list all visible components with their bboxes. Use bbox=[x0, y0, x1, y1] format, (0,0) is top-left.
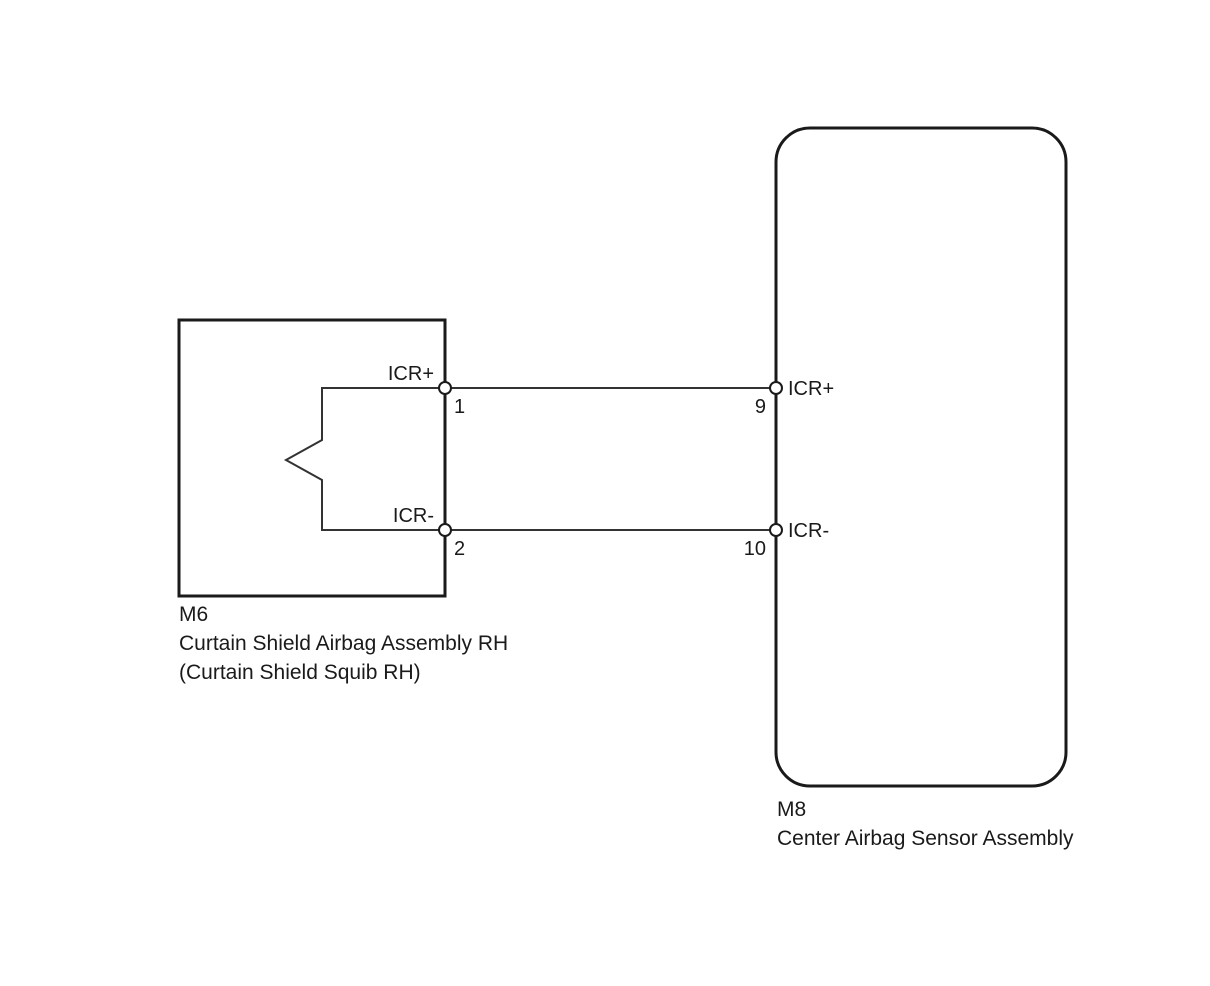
m8-pin-10-signal: ICR- bbox=[788, 520, 829, 542]
m8-pin-9-signal: ICR+ bbox=[788, 378, 834, 400]
m6-pin-2-signal: ICR- bbox=[393, 505, 434, 527]
m8-component-box bbox=[774, 126, 1068, 788]
m8-pin-10-terminal bbox=[769, 523, 783, 537]
m6-pin-2-number: 2 bbox=[454, 538, 465, 560]
m6-subname: (Curtain Shield Squib RH) bbox=[179, 661, 421, 684]
m6-component bbox=[177, 318, 447, 598]
m6-name: Curtain Shield Airbag Assembly RH bbox=[179, 632, 508, 655]
m6-pin-1-signal: ICR+ bbox=[388, 363, 434, 385]
squib-symbol bbox=[283, 387, 445, 531]
m6-connector-box bbox=[177, 318, 447, 598]
m6-pin-2-terminal bbox=[438, 523, 452, 537]
m6-code: M6 bbox=[179, 603, 208, 626]
m8-code: M8 bbox=[777, 798, 806, 821]
m8-name: Center Airbag Sensor Assembly bbox=[777, 827, 1074, 850]
m6-pin-1-number: 1 bbox=[454, 396, 465, 418]
m8-pin-9-terminal bbox=[769, 381, 783, 395]
m6-pin-1-terminal bbox=[438, 381, 452, 395]
m8-pin-9-number: 9 bbox=[755, 396, 766, 418]
m8-pin-10-number: 10 bbox=[744, 538, 766, 560]
